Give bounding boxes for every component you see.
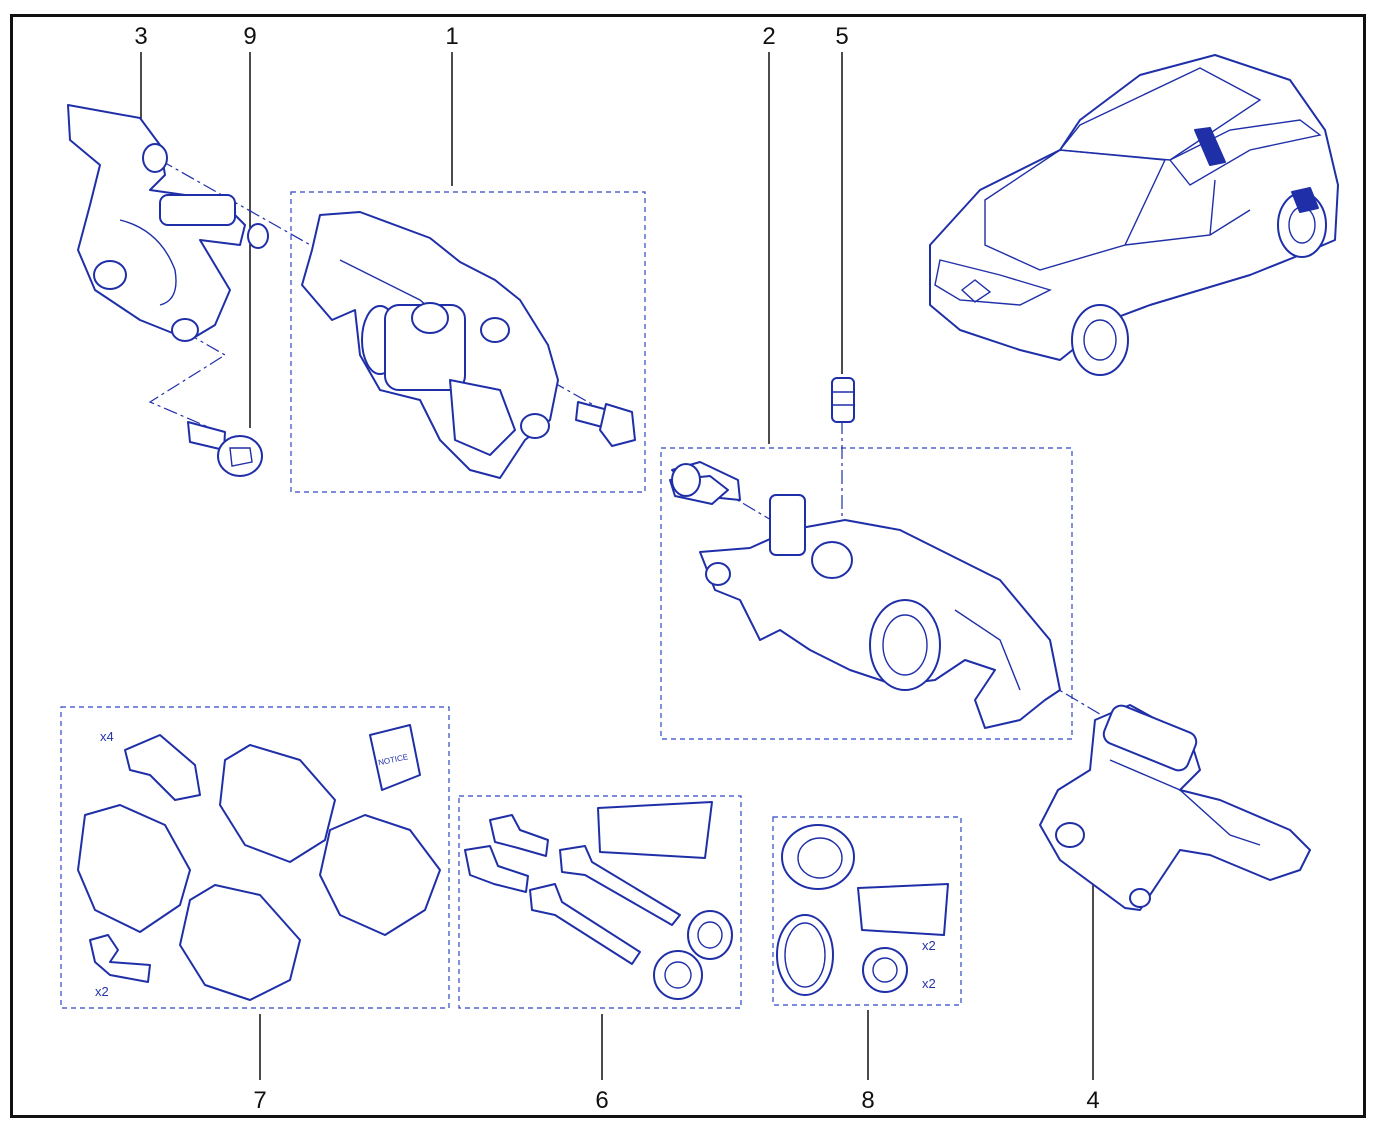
callout-6: 6 bbox=[595, 1014, 609, 1114]
callout-1: 1 bbox=[445, 23, 459, 186]
brake-pad-3 bbox=[319, 814, 441, 936]
callout-number-5: 5 bbox=[835, 23, 848, 50]
brake-pad-1 bbox=[219, 744, 336, 863]
piston-seal bbox=[781, 824, 855, 890]
callout-number-3: 3 bbox=[134, 23, 147, 50]
grease-sachet-small bbox=[857, 883, 949, 936]
brake-pad-2 bbox=[77, 804, 191, 933]
callout-number-8: 8 bbox=[861, 1087, 874, 1114]
callout-3: 3 bbox=[134, 23, 148, 122]
caliper-carrier-right bbox=[1039, 704, 1311, 911]
kit7-clips-qty: x4 bbox=[100, 729, 114, 744]
bleed-screw-5 bbox=[831, 377, 855, 423]
callout-number-2: 2 bbox=[762, 23, 775, 50]
brake-caliper-right bbox=[669, 461, 1061, 729]
kit8-grease-qty: x2 bbox=[922, 938, 936, 953]
group-box-1 bbox=[290, 191, 646, 493]
dust-boot-small bbox=[862, 947, 908, 993]
guide-bolt-a bbox=[489, 814, 549, 857]
dust-boot-a bbox=[687, 910, 733, 960]
group-box-8 bbox=[772, 816, 962, 1006]
grease-sachet bbox=[597, 801, 713, 859]
retaining-clip bbox=[124, 734, 201, 801]
kit8-boot-qty: x2 bbox=[922, 976, 936, 991]
group-box-7 bbox=[60, 706, 450, 1009]
callout-5: 5 bbox=[835, 23, 849, 374]
piston-ring bbox=[776, 914, 834, 996]
pad-bolt bbox=[89, 934, 151, 983]
callout-number-9: 9 bbox=[243, 23, 256, 50]
notice-booklet bbox=[369, 724, 421, 791]
kit-6-contents bbox=[464, 801, 733, 1000]
callout-8: 8 bbox=[861, 1010, 875, 1114]
callout-4: 4 bbox=[1086, 870, 1100, 1114]
callout-number-7: 7 bbox=[253, 1087, 266, 1114]
guide-pin-b bbox=[529, 883, 641, 965]
diagram-frame bbox=[10, 14, 1366, 1118]
axis-bolt-9 bbox=[148, 331, 227, 431]
callout-2: 2 bbox=[762, 23, 776, 444]
callout-number-1: 1 bbox=[445, 23, 458, 50]
guide-pin-a bbox=[559, 845, 681, 926]
caliper-carrier-left bbox=[67, 104, 269, 342]
callout-number-4: 4 bbox=[1086, 1087, 1099, 1114]
brake-caliper-left bbox=[301, 211, 636, 479]
guide-bolt-b bbox=[464, 845, 529, 893]
kit-7-contents: x4 NOTICE x2 bbox=[77, 724, 441, 1001]
dust-boot-b bbox=[653, 950, 703, 1000]
callout-number-6: 6 bbox=[595, 1087, 608, 1114]
kit7-bolts-qty: x2 bbox=[95, 984, 109, 999]
callout-7: 7 bbox=[253, 1014, 267, 1114]
axis-left-assembly bbox=[159, 159, 621, 421]
group-box-6 bbox=[458, 795, 742, 1009]
brake-pad-4 bbox=[179, 884, 301, 1001]
vehicle-illustration bbox=[929, 54, 1339, 376]
guide-bolt-9 bbox=[187, 421, 263, 477]
kit-8-contents: x2 x2 bbox=[776, 824, 949, 996]
